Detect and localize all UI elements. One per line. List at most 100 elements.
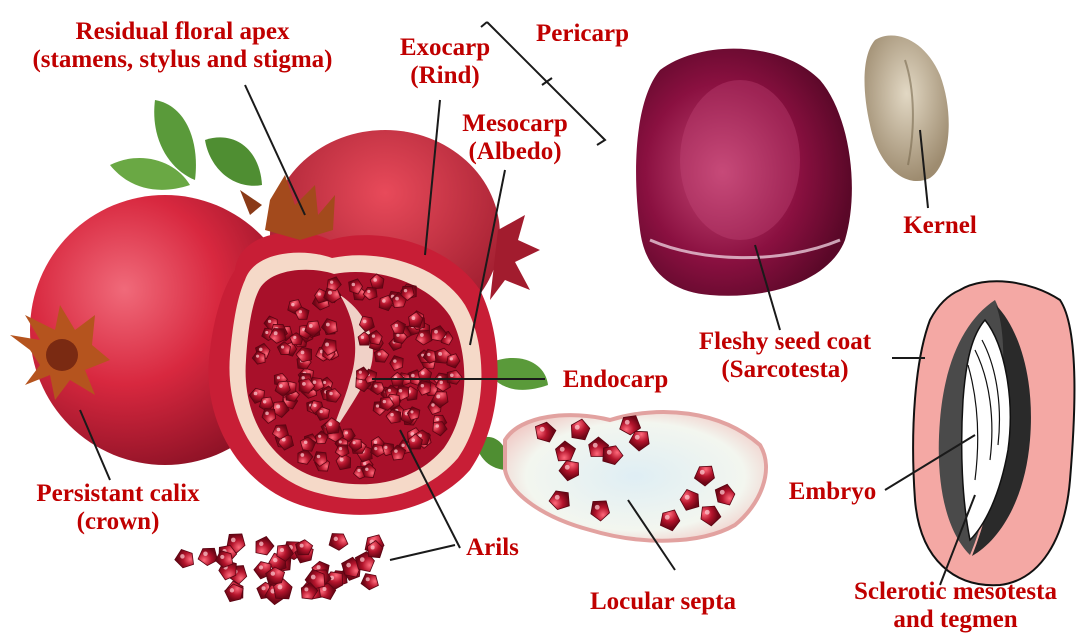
- aril-highlight: [299, 310, 302, 313]
- label-mesocarp: Mesocarp (Albedo): [450, 110, 580, 166]
- aril-highlight: [383, 400, 386, 403]
- aril-highlight: [436, 395, 440, 399]
- aril-highlight: [180, 554, 184, 558]
- label-sclerotic-mesotesta: Sclerotic mesotesta and tegmen: [838, 578, 1073, 634]
- aril-highlight: [366, 577, 370, 581]
- aril-highlight: [363, 320, 367, 324]
- aril-highlight: [394, 449, 398, 453]
- aril-highlight: [625, 420, 630, 425]
- aril-highlight: [265, 331, 268, 334]
- aril-highlight: [279, 384, 283, 388]
- aril-highlight: [339, 447, 342, 450]
- aril-highlight: [421, 384, 424, 387]
- aril-highlight: [401, 444, 404, 447]
- kernel-seed: [865, 35, 949, 181]
- exocarp-line2: (Rind): [390, 62, 500, 90]
- aril-highlight: [635, 435, 640, 440]
- aril-highlight: [300, 453, 304, 457]
- mesocarp-line2: (Albedo): [450, 138, 580, 166]
- aril-highlight: [399, 389, 403, 393]
- sclerotic-line2: and tegmen: [838, 606, 1073, 634]
- aril-highlight: [220, 555, 224, 559]
- aril-highlight: [421, 371, 424, 374]
- aril-highlight: [271, 571, 275, 575]
- aril-highlight: [450, 373, 454, 377]
- aril-highlight: [685, 495, 690, 500]
- aril-highlight: [436, 418, 439, 421]
- aril-highlight: [439, 381, 442, 384]
- aril-highlight: [317, 565, 321, 569]
- aril-highlight: [328, 291, 332, 295]
- aril-highlight: [254, 392, 258, 396]
- residual-floral-apex-line2: (stamens, stylus and stigma): [10, 46, 355, 74]
- aril-highlight: [334, 537, 338, 541]
- aril-highlight: [705, 510, 710, 515]
- aril-highlight: [431, 403, 434, 406]
- aril-highlight: [374, 385, 377, 388]
- aril-highlight: [352, 283, 356, 287]
- aril-highlight: [259, 348, 263, 352]
- embryo-text: Embryo: [775, 478, 890, 506]
- aril-highlight: [301, 350, 305, 354]
- leader-arils-loose: [390, 545, 455, 560]
- aril-highlight: [280, 548, 284, 552]
- aril-highlight: [330, 280, 333, 283]
- label-residual-floral-apex: Residual floral apex (stamens, stylus an…: [10, 18, 355, 74]
- aril-highlight: [411, 374, 415, 378]
- aril-highlight: [665, 515, 670, 520]
- seed-cross-section-drawing: [913, 281, 1074, 585]
- aril-highlight: [263, 400, 266, 403]
- aril-highlight: [361, 336, 364, 339]
- aril-highlight: [230, 588, 234, 592]
- aril-highlight: [555, 495, 560, 500]
- sclerotic-line1: Sclerotic mesotesta: [838, 578, 1073, 606]
- aril-highlight: [300, 544, 304, 548]
- aril: [328, 531, 350, 552]
- label-embryo: Embryo: [775, 478, 890, 506]
- residual-floral-apex-line1: Residual floral apex: [10, 18, 355, 46]
- aril-highlight: [382, 299, 386, 303]
- aril-highlight: [317, 455, 320, 458]
- aril-highlight: [575, 425, 580, 430]
- pericarp-text: Pericarp: [525, 20, 640, 48]
- aril-highlight: [322, 587, 326, 591]
- aril-highlight: [302, 382, 306, 386]
- aril-highlight: [560, 447, 565, 452]
- aril-highlight: [203, 552, 208, 557]
- aril-highlight: [320, 410, 323, 413]
- aril-highlight: [329, 392, 333, 396]
- aril-highlight: [340, 458, 344, 462]
- aril-highlight: [384, 446, 387, 449]
- aril-highlight: [311, 575, 316, 580]
- aril-highlight: [346, 563, 351, 568]
- persistant-calix-line2: (crown): [18, 508, 218, 536]
- aril-highlight: [363, 462, 366, 465]
- aril-highlight: [277, 428, 281, 432]
- aril-highlight: [378, 352, 381, 355]
- aril-highlight: [345, 431, 348, 434]
- loose-arils: [173, 531, 387, 606]
- aril-highlight: [365, 468, 368, 471]
- aril-highlight: [301, 376, 304, 379]
- aril-highlight: [388, 389, 391, 392]
- aril-highlight: [259, 542, 263, 546]
- locular-septa-text: Locular septa: [578, 588, 748, 616]
- aril-highlight: [438, 352, 442, 356]
- aril-highlight: [274, 331, 278, 335]
- aril-highlight: [259, 565, 263, 569]
- aril-highlight: [565, 465, 570, 470]
- aril-highlight: [393, 359, 396, 362]
- aril-highlight: [434, 330, 438, 334]
- seed-sarcotesta: [636, 49, 852, 296]
- exocarp-line1: Exocarp: [390, 34, 500, 62]
- aril-highlight: [395, 297, 399, 301]
- label-exocarp: Exocarp (Rind): [390, 34, 500, 90]
- aril-highlight: [700, 470, 705, 475]
- kernel-text: Kernel: [890, 212, 990, 240]
- aril: [250, 534, 275, 559]
- aril-highlight: [277, 376, 280, 379]
- aril-highlight: [367, 290, 370, 293]
- aril-highlight: [353, 441, 356, 444]
